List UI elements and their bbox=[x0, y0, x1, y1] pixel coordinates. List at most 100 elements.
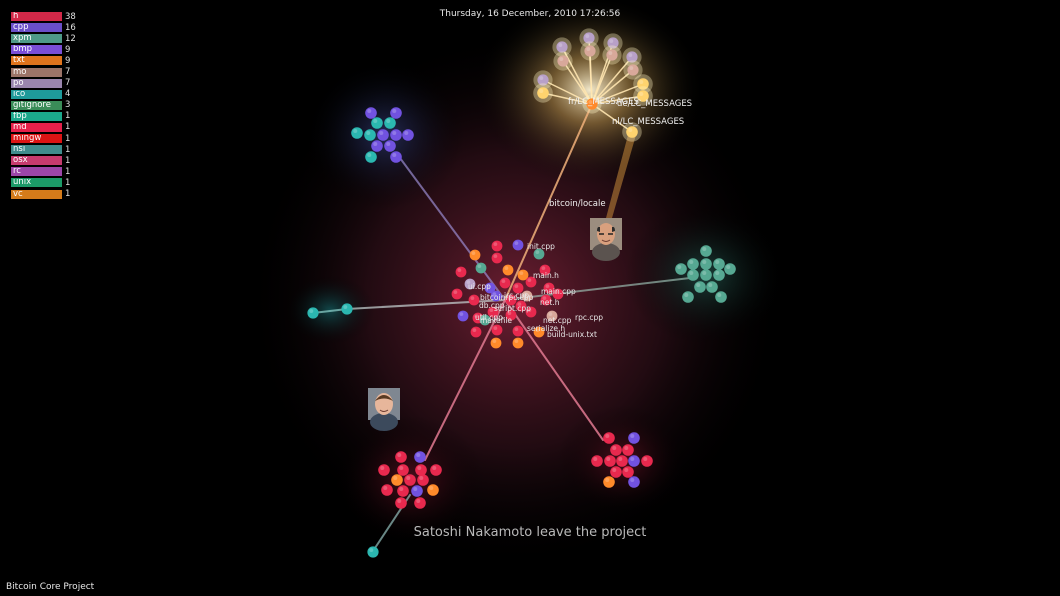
node-highlight bbox=[628, 127, 633, 132]
locale-file-node bbox=[626, 126, 638, 138]
node-highlight bbox=[493, 254, 498, 258]
xpm-file-node bbox=[700, 258, 712, 270]
node-highlight bbox=[689, 270, 694, 275]
header-file-node bbox=[622, 466, 634, 478]
legend-extension-label: txt bbox=[11, 56, 62, 66]
node-highlight bbox=[630, 433, 635, 438]
edge-xpm-cluster bbox=[504, 277, 691, 301]
header-file-node bbox=[591, 455, 603, 467]
locale-file-node bbox=[537, 87, 549, 99]
image-file-node bbox=[390, 151, 402, 163]
node-highlight bbox=[696, 282, 701, 287]
edge-locale-file bbox=[591, 56, 633, 105]
header-file-node bbox=[395, 497, 407, 509]
image-file-node bbox=[384, 140, 396, 152]
legend-extension-label: bmp bbox=[11, 45, 62, 55]
source-file-node bbox=[451, 288, 463, 300]
node-highlight bbox=[558, 43, 563, 47]
xpm-file-node bbox=[706, 281, 718, 293]
source-file-node bbox=[512, 282, 524, 294]
source-file-node bbox=[468, 294, 480, 306]
header-file-node bbox=[404, 474, 416, 486]
header-file-node bbox=[603, 432, 615, 444]
edge-locale-file bbox=[591, 69, 634, 105]
file-label: build-unix.txt bbox=[547, 330, 597, 339]
node-highlight bbox=[417, 465, 422, 470]
node-highlight bbox=[481, 316, 486, 320]
source-file-node bbox=[491, 324, 503, 336]
node-highlight bbox=[369, 548, 374, 552]
node-highlight bbox=[399, 486, 404, 491]
node-highlight bbox=[630, 456, 635, 461]
image-file-node bbox=[371, 140, 383, 152]
node-highlight bbox=[492, 292, 497, 296]
node-highlight bbox=[416, 498, 421, 503]
avatar-bald-developer bbox=[590, 218, 622, 261]
locale-file-node bbox=[537, 74, 549, 86]
file-label: main.h bbox=[533, 271, 559, 280]
locale-file-node bbox=[637, 90, 649, 102]
file-label: net.h bbox=[540, 298, 560, 307]
node-highlight bbox=[548, 312, 553, 316]
header-file-node bbox=[628, 432, 640, 444]
source-file-node bbox=[525, 306, 537, 318]
node-highlight bbox=[612, 445, 617, 450]
file-label: rpc.cpp bbox=[575, 313, 603, 322]
header-file-node bbox=[391, 474, 403, 486]
legend-extension-label: nsi bbox=[11, 145, 62, 155]
image-file-node bbox=[377, 129, 389, 141]
node-highlight bbox=[383, 485, 388, 490]
header-file-node bbox=[628, 476, 640, 488]
node-highlight bbox=[639, 91, 644, 96]
node-highlight bbox=[593, 456, 598, 461]
node-highlight bbox=[523, 292, 528, 296]
source-file-node bbox=[525, 276, 537, 288]
source-file-node bbox=[455, 266, 467, 278]
locale-file-node bbox=[627, 64, 639, 76]
node-highlight bbox=[702, 259, 707, 264]
source-file-node bbox=[502, 264, 514, 276]
header-file-node bbox=[381, 484, 393, 496]
locale-directory-node bbox=[586, 98, 598, 110]
xpm-file-node bbox=[694, 281, 706, 293]
node-highlight bbox=[702, 246, 707, 251]
image-file-node bbox=[402, 129, 414, 141]
file-label: db.cpp bbox=[479, 301, 505, 310]
locale-cluster-glow bbox=[475, 0, 705, 185]
source-file-node bbox=[505, 294, 517, 306]
file-label: bitcoin/locale bbox=[549, 199, 606, 209]
avatar-face bbox=[597, 223, 615, 245]
node-highlight bbox=[629, 66, 634, 70]
file-labels: init.cppmain.hmain.cppirc.cppdb.cppscrip… bbox=[468, 97, 692, 339]
avatar-mouth bbox=[601, 239, 611, 242]
locale-file-node bbox=[557, 55, 569, 67]
node-highlight bbox=[477, 264, 482, 268]
header-file-node bbox=[427, 484, 439, 496]
legend-count: 1 bbox=[65, 111, 71, 122]
edge-locale-file bbox=[561, 46, 593, 105]
node-highlight bbox=[472, 328, 477, 332]
node-highlight bbox=[393, 475, 398, 480]
file-nodes bbox=[307, 28, 736, 558]
node-highlight bbox=[586, 47, 591, 51]
node-highlight bbox=[624, 445, 629, 450]
source-file-node bbox=[457, 310, 469, 322]
node-highlight bbox=[514, 284, 519, 288]
node-highlight bbox=[630, 477, 635, 482]
ico-file-node bbox=[341, 303, 353, 315]
node-highlight bbox=[386, 141, 391, 146]
node-highlight bbox=[639, 79, 644, 84]
source-file-node bbox=[487, 306, 499, 318]
node-highlight bbox=[392, 152, 397, 157]
node-highlight bbox=[605, 433, 610, 438]
avatar-shoulders bbox=[592, 243, 620, 261]
file-label: util.cpp bbox=[475, 313, 503, 322]
locale-file-node bbox=[556, 41, 568, 53]
node-highlight bbox=[343, 305, 348, 310]
